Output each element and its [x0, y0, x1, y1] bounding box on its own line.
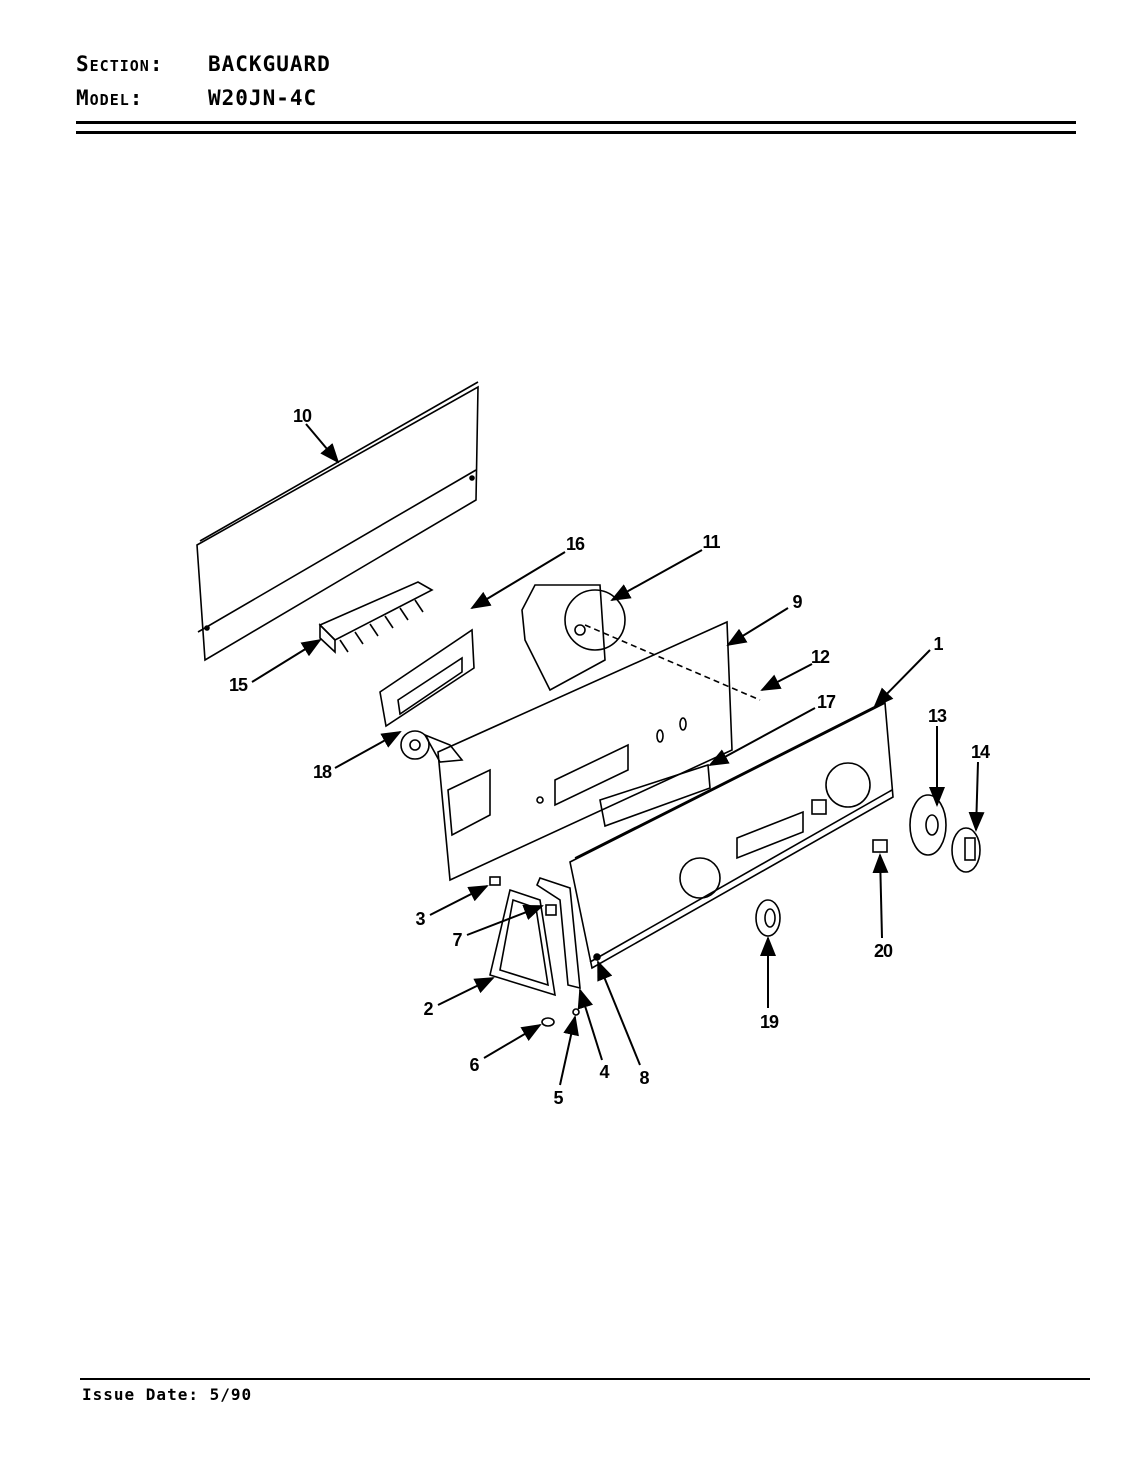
leader-14: [968, 761, 985, 832]
leader-2: [437, 977, 495, 1006]
callout-1: 1: [933, 634, 943, 654]
header-rule-top: [76, 121, 1076, 124]
callout-8: 8: [639, 1068, 649, 1088]
issue-date: Issue Date: 5/90: [82, 1385, 253, 1404]
header-rule-bottom: [76, 131, 1076, 134]
part-20-button: [872, 839, 888, 853]
part-4-strip: [535, 877, 581, 990]
leader-3: [429, 885, 489, 916]
callout-18: 18: [313, 762, 332, 782]
part-5-screw: [572, 1008, 580, 1016]
part-1-console: [569, 699, 894, 970]
callout-16: 16: [566, 534, 585, 554]
leader-4: [577, 988, 603, 1061]
leader-15: [251, 638, 322, 683]
part-9-control-panel: [437, 620, 733, 882]
part-6-screw: [541, 1017, 555, 1027]
part-7-clip: [545, 904, 557, 916]
leader-6: [483, 1023, 542, 1059]
model-label: Model:: [76, 86, 144, 110]
section-value: BACKGUARD: [208, 52, 331, 76]
model-value: W20JN-4C: [208, 86, 318, 110]
leader-7: [466, 905, 544, 936]
leader-16: [470, 551, 566, 610]
callout-13: 13: [928, 706, 947, 726]
callout-11: 11: [702, 532, 720, 552]
callout-14: 14: [971, 742, 990, 762]
leader-1: [873, 649, 931, 708]
callout-7: 7: [452, 930, 462, 950]
callout-17: 17: [817, 692, 836, 712]
callout-3: 3: [415, 909, 425, 929]
callout-19: 19: [760, 1012, 779, 1032]
leader-17: [708, 707, 816, 766]
callout-4: 4: [599, 1062, 609, 1082]
part-17-lens: [599, 763, 711, 828]
section-label: Section:: [76, 52, 164, 76]
part-13-dial: [909, 794, 947, 856]
callout-5: 5: [553, 1088, 563, 1108]
model-heading: Model: W20JN-4C: [76, 86, 316, 110]
footer-rule: [80, 1378, 1090, 1380]
callout-2: 2: [423, 999, 433, 1019]
part-16-bracket: [379, 628, 475, 728]
part-8-screw: [593, 953, 601, 961]
callout-6: 6: [469, 1055, 479, 1075]
leader-5: [559, 1015, 579, 1086]
part-3-clip: [489, 876, 501, 886]
leader-18: [334, 731, 402, 769]
leader-12: [760, 663, 813, 691]
part-19-knob: [755, 899, 781, 937]
part-18-switch: [400, 730, 464, 763]
part-10-rear-panel: [196, 381, 479, 662]
callout-12: 12: [811, 647, 830, 667]
part-15-terminal-block: [318, 581, 434, 654]
leader-10: [305, 423, 340, 464]
section-heading: Section: BACKGUARD: [76, 52, 330, 76]
leader-20: [872, 853, 889, 939]
leader-11: [610, 549, 703, 601]
callout-15: 15: [229, 675, 248, 695]
callout-9: 9: [792, 592, 802, 612]
leader-9: [726, 607, 789, 647]
callout-20: 20: [874, 941, 893, 961]
leader-8: [597, 960, 641, 1066]
part-14-knob: [951, 827, 981, 873]
callout-10: 10: [293, 406, 312, 426]
part-11-timer: [521, 584, 761, 701]
